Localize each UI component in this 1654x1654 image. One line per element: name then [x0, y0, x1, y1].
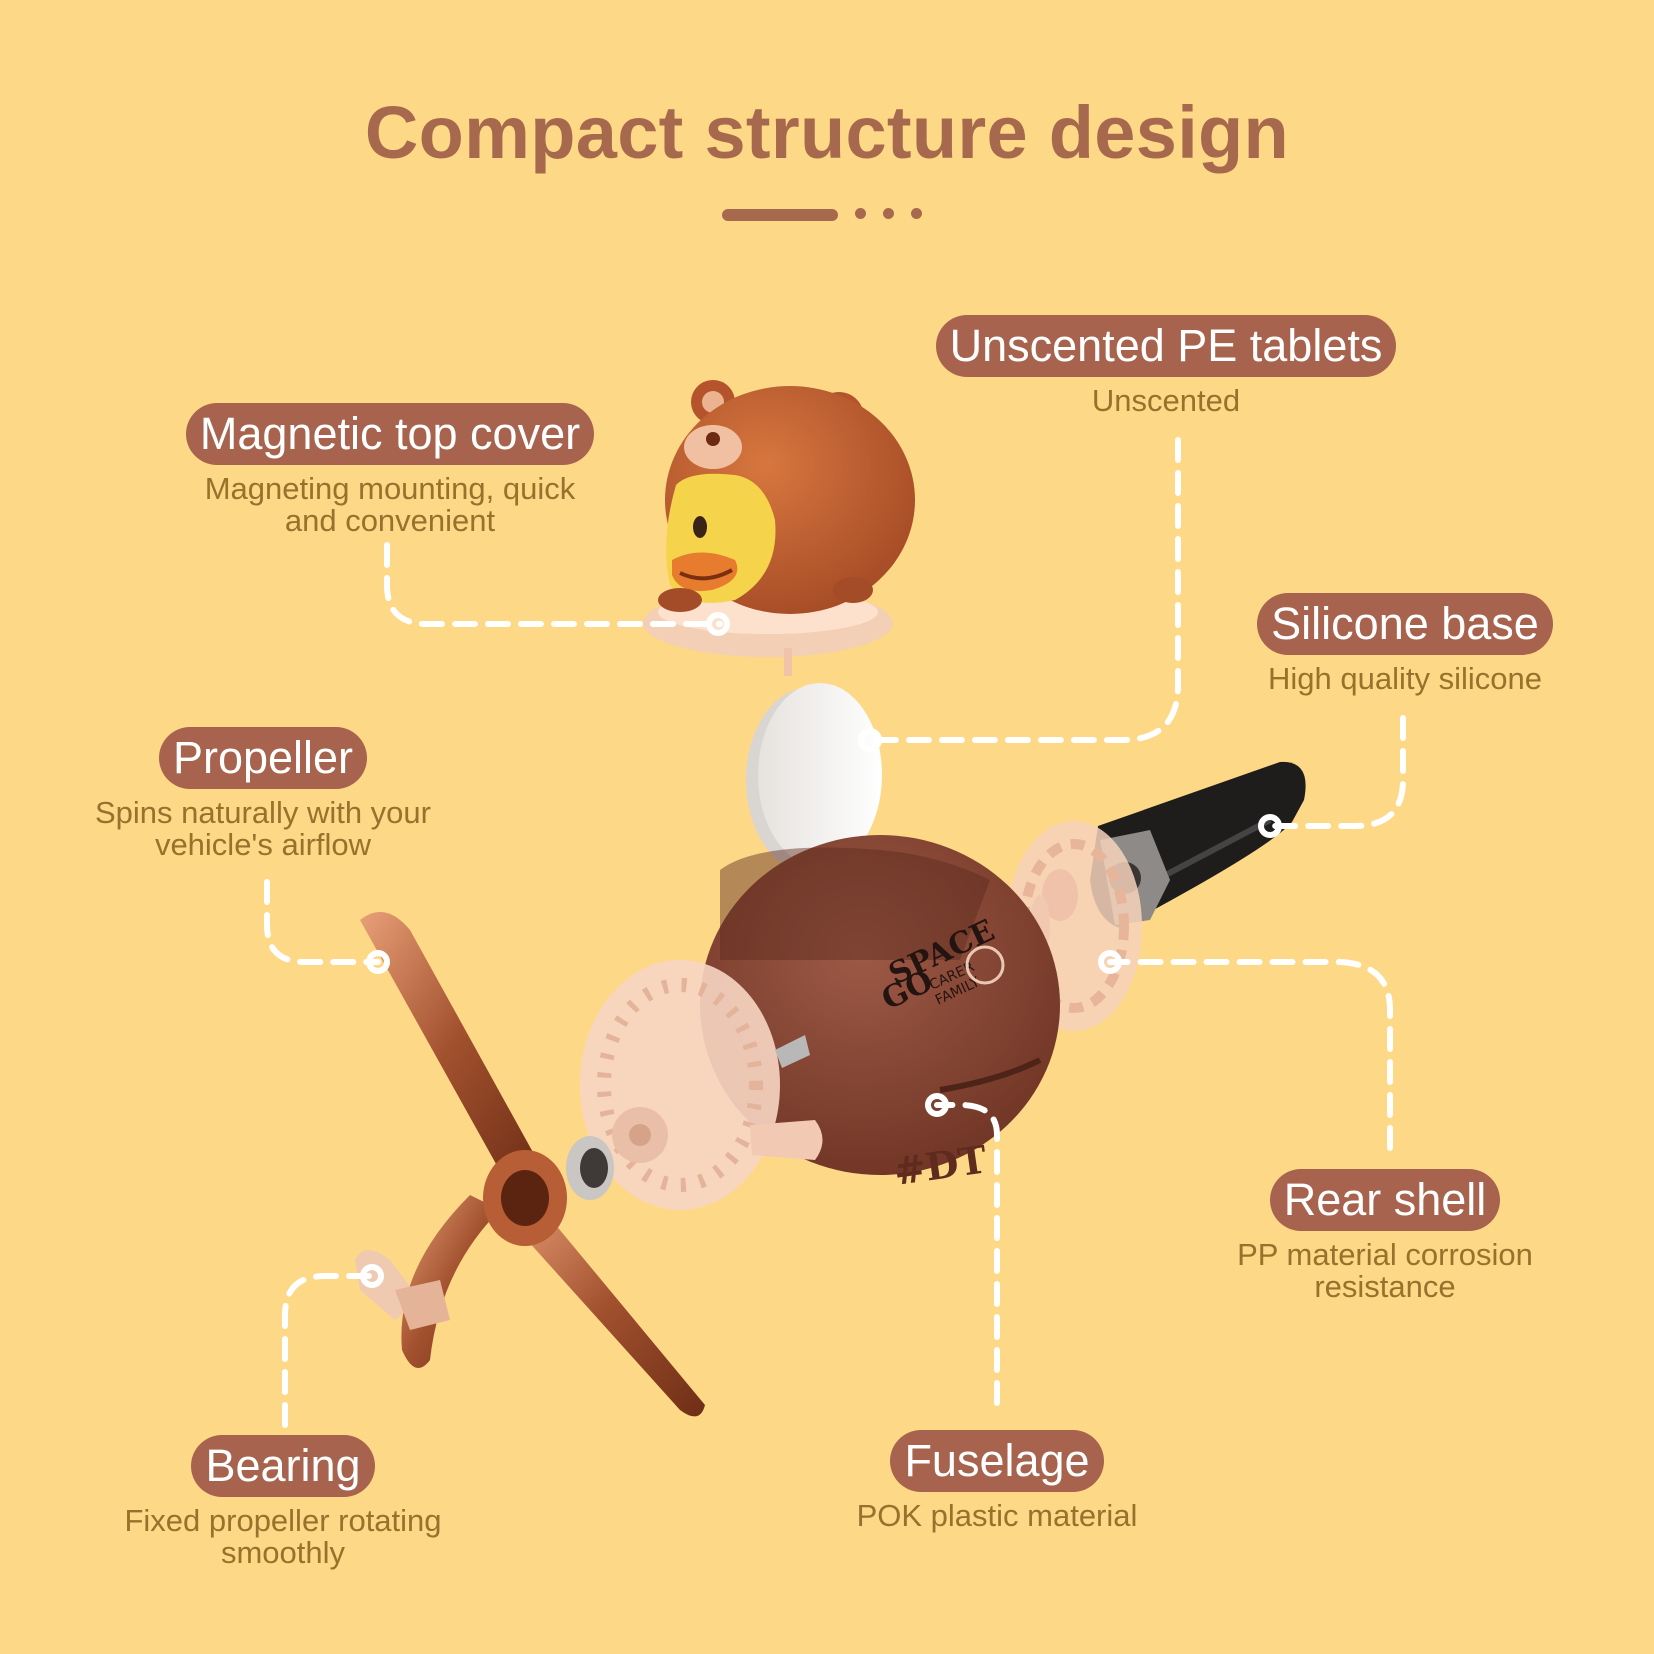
desc-bearing: Fixed propeller rotating smoothly — [124, 1503, 442, 1570]
desc-propeller: Spins naturally with your vehicle's airf… — [95, 795, 431, 862]
callout-fuselage: Fuselage POK plastic material — [812, 1430, 1182, 1532]
connector-fuselage — [934, 1102, 1000, 1406]
title-decoration — [0, 208, 1654, 224]
page-title: Compact structure design — [364, 91, 1290, 174]
connector-dot — [360, 1264, 384, 1288]
connector-dot — [1098, 950, 1122, 974]
connector-dot — [1258, 814, 1282, 838]
label-propeller: Propeller — [158, 727, 368, 789]
label-silicone-base: Silicone base — [1257, 593, 1553, 655]
desc-silicone-base: High quality silicone — [1268, 661, 1542, 696]
callout-rear-shell: Rear shell PP material corrosion resista… — [1200, 1169, 1570, 1303]
callout-silicone-base: Silicone base High quality silicone — [1230, 593, 1580, 695]
label-rear-shell: Rear shell — [1269, 1169, 1501, 1231]
desc-magnetic-top-cover: Magneting mounting, quick and convenient — [204, 471, 576, 538]
label-magnetic-top-cover: Magnetic top cover — [185, 403, 595, 465]
title-underline-bar — [722, 209, 838, 221]
connector-dot — [925, 1093, 949, 1117]
label-fuselage: Fuselage — [890, 1430, 1104, 1492]
callout-magnetic-top-cover: Magnetic top cover Magneting mounting, q… — [180, 403, 600, 537]
front-shell-part — [580, 960, 823, 1210]
connector-magnetic-top-cover — [384, 542, 723, 627]
unscented-pe-tablet-part — [746, 683, 882, 872]
bearing-part — [566, 1136, 614, 1200]
magnetic-top-cover-part — [643, 380, 915, 676]
connector-propeller — [264, 879, 381, 965]
connector-unscented-pe-tablets — [867, 437, 1181, 743]
label-unscented-pe-tablets: Unscented PE tablets — [935, 315, 1397, 377]
fuselage-part: SPACE GO CARER FAMILY #DT — [700, 835, 1060, 1194]
label-bearing: Bearing — [191, 1435, 375, 1497]
connector-dot — [706, 612, 730, 636]
connector-bearing — [282, 1273, 375, 1428]
callout-bearing: Bearing Fixed propeller rotating smoothl… — [88, 1435, 478, 1569]
connector-dot — [366, 950, 390, 974]
title-dot — [883, 208, 894, 219]
desc-rear-shell: PP material corrosion resistance — [1237, 1237, 1533, 1304]
desc-unscented-pe-tablets: Unscented — [1091, 383, 1241, 418]
connector-dot — [858, 728, 882, 752]
connector-silicone-base — [1267, 715, 1406, 829]
connector-rear-shell — [1107, 959, 1393, 1151]
desc-fuselage: POK plastic material — [856, 1498, 1138, 1533]
title-dot — [855, 208, 866, 219]
callout-propeller: Propeller Spins naturally with your vehi… — [68, 727, 458, 861]
title-dot — [911, 208, 922, 219]
callout-unscented-pe-tablets: Unscented PE tablets Unscented — [910, 315, 1422, 417]
